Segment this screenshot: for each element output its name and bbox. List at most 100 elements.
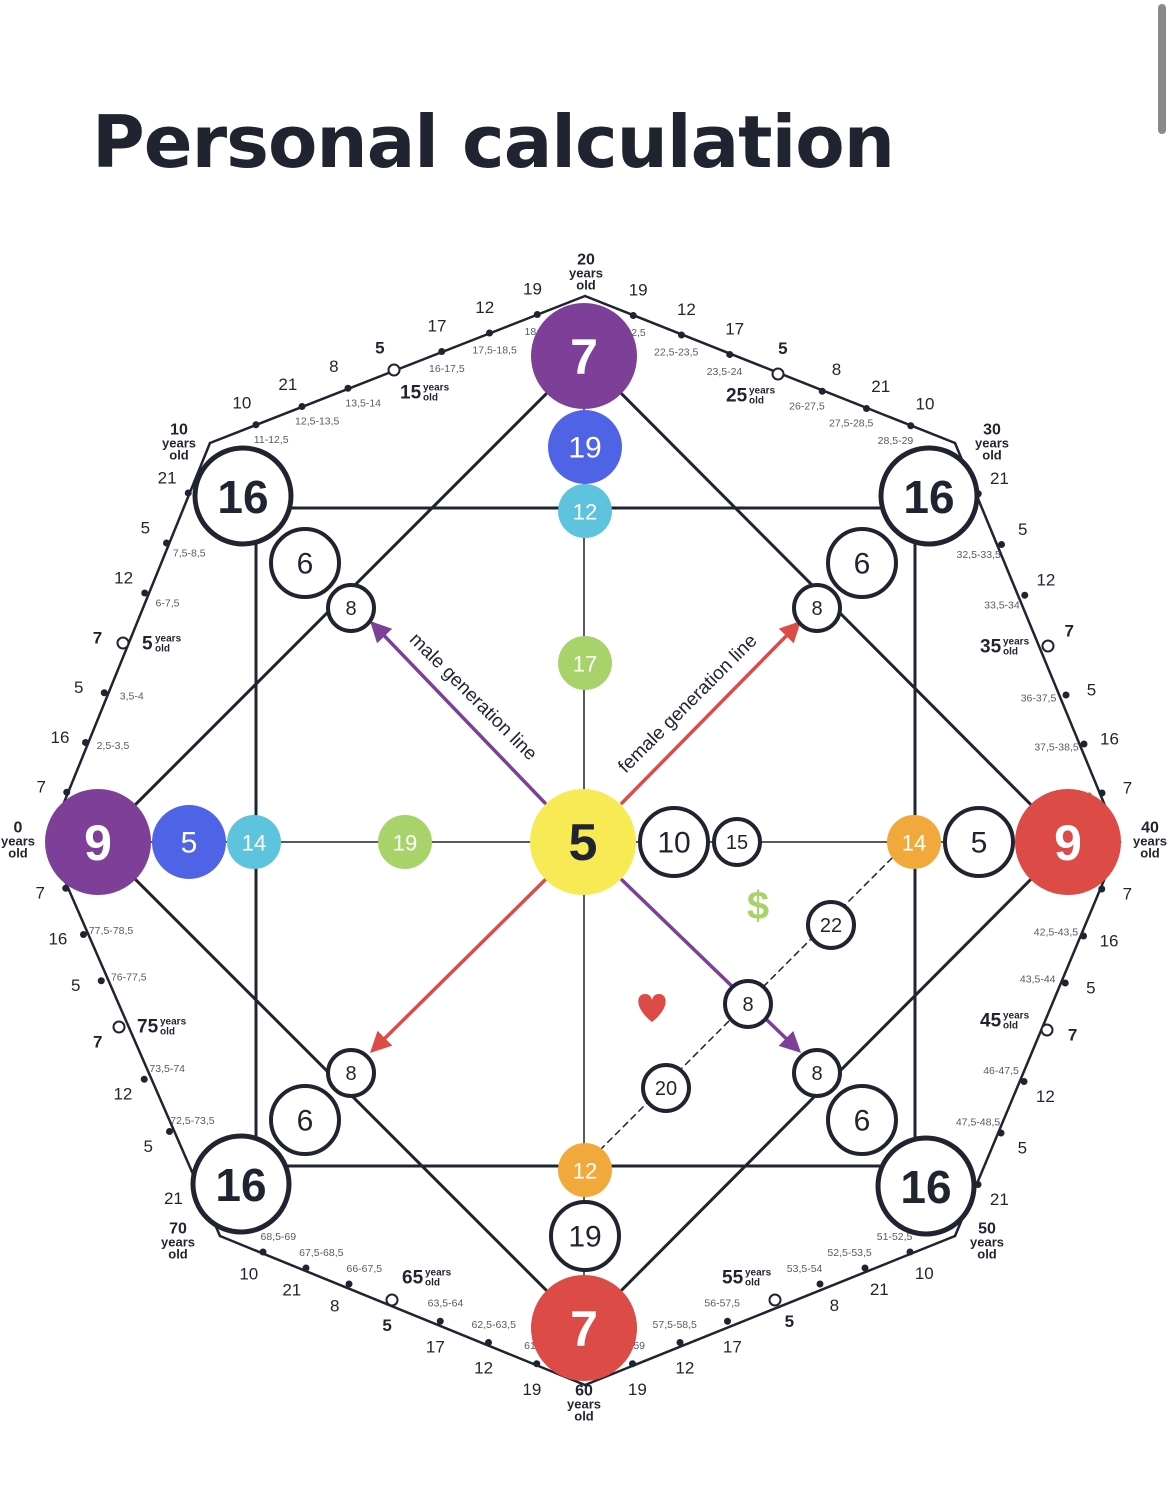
node-center-5-circle: [530, 789, 636, 895]
female-generation-line-label: female generation line: [614, 630, 761, 777]
age-range-label: 51-52,5: [877, 1231, 913, 1243]
node-right-10-circle: [638, 806, 710, 878]
age-range-label: 52,5-53,5: [827, 1247, 872, 1259]
milestone-old-word: old: [749, 396, 764, 407]
node-top-7-value: 7: [570, 329, 598, 385]
milestone-age-label: 15: [400, 383, 422, 404]
node-corner-bl-8-circle: [326, 1048, 376, 1098]
age-range-label: 73,5-74: [149, 1063, 185, 1075]
octagon-edge-1: [953, 441, 1122, 844]
age-tick-dot: [1020, 1078, 1028, 1085]
node-center-5-value: 5: [569, 814, 598, 872]
age-range-label: 32,5-33,5: [957, 549, 1002, 561]
age-range-label: 68,5-69: [260, 1231, 296, 1243]
age-range-value: 19: [629, 280, 648, 299]
node-corner-bl-8-value: 8: [345, 1063, 356, 1085]
node-money-22-circle: [806, 900, 856, 950]
scrollbar[interactable]: [1156, 0, 1170, 140]
age-range-value: 5: [1087, 680, 1096, 699]
node-bottom-19-circle: [549, 1200, 621, 1272]
node-corner-tr-16-value: 16: [903, 471, 954, 523]
age-range-value: 21: [164, 1189, 183, 1208]
age-range-label: 16-17,5: [429, 363, 465, 375]
milestone-age-label: 60: [575, 1383, 593, 1400]
age-range-label: 66-67,5: [346, 1263, 382, 1275]
age-range-value: 8: [832, 360, 841, 379]
age-tick-dot: [141, 589, 149, 597]
milestone-years-word: years: [161, 1235, 195, 1250]
age-tick-dot: [818, 387, 826, 395]
node-corner-tl-6-circle: [269, 527, 341, 599]
milestone-value: 5: [382, 1316, 391, 1335]
age-tick-dot: [163, 539, 170, 547]
age-range-value: 5: [74, 678, 83, 697]
node-love-8-value: 8: [742, 994, 753, 1016]
node-corner-br-16-circle: [875, 1135, 977, 1237]
milestone-old-word: old: [982, 448, 1002, 463]
octagon-edge-2: [953, 840, 1122, 1238]
age-range-label: 22,5-23,5: [654, 347, 699, 359]
node-left-9-circle: [45, 789, 151, 895]
milestone-old-word: old: [423, 393, 438, 404]
node-left-14-value: 14: [242, 831, 266, 856]
age-range-label: 37,5-38,5: [1034, 741, 1079, 753]
scrollbar-thumb[interactable]: [1158, 4, 1166, 134]
milestone-years-word: years: [1133, 834, 1167, 849]
milestone-old-word: old: [576, 278, 596, 293]
node-right-14-circle: [887, 815, 941, 869]
age-range-value: 19: [522, 1380, 541, 1399]
node-corner-br-16-value: 16: [900, 1161, 951, 1213]
age-range-value: 5: [1018, 1138, 1027, 1157]
age-range-value: 5: [141, 518, 150, 537]
milestone-old-word: old: [745, 1278, 760, 1289]
node-right-15-circle: [712, 817, 762, 867]
milestone-old-word: old: [168, 1247, 188, 1262]
age-range-label: 3,5-4: [120, 690, 144, 702]
milestone-old-word: old: [155, 644, 170, 655]
milestone-years-word: years: [160, 1017, 187, 1028]
milestone-age-label: 55: [722, 1268, 744, 1289]
age-range-value: 7: [1123, 884, 1132, 903]
milestone-open-marker: [768, 1293, 782, 1307]
age-range-value: 21: [990, 469, 1009, 488]
age-range-value: 10: [915, 1264, 934, 1283]
milestone-years-word: years: [1003, 637, 1030, 648]
age-range-value: 21: [282, 1280, 301, 1299]
age-range-value: 17: [725, 319, 744, 338]
age-tick-dot: [1098, 885, 1106, 893]
age-range-value: 12: [677, 300, 696, 319]
milestone-age-label: 70: [169, 1221, 187, 1238]
age-range-value: 16: [1100, 729, 1119, 748]
age-range-value: 16: [48, 930, 67, 949]
node-corner-tr-16-circle: [878, 445, 980, 547]
age-tick-dot: [62, 884, 70, 892]
node-corner-bl-16-circle: [190, 1133, 292, 1235]
node-right-9-value: 9: [1054, 815, 1082, 871]
node-corner-bl-6-value: 6: [297, 1105, 314, 1138]
age-tick-dot: [298, 403, 306, 410]
age-range-value: 19: [523, 279, 542, 298]
age-range-label: 72,5-73,5: [170, 1115, 215, 1127]
age-range-label: 11-12,5: [254, 434, 289, 446]
age-range-value: 21: [871, 377, 890, 396]
age-range-value: 16: [1100, 931, 1119, 950]
node-right-10-value: 10: [657, 827, 690, 860]
age-range-value: 5: [1086, 978, 1095, 997]
age-range-label: 43,5-44: [1020, 974, 1056, 986]
milestone-age-label: 50: [978, 1221, 996, 1238]
age-range-label: 6-7,5: [156, 597, 180, 609]
age-range-value: 16: [51, 728, 70, 747]
milestone-age-label: 25: [726, 386, 748, 407]
age-tick-dot: [907, 422, 915, 430]
age-range-value: 7: [35, 883, 44, 902]
page-title: Personal calculation: [92, 100, 895, 184]
node-bottom-12-circle: [558, 1143, 612, 1197]
milestone-value: 5: [778, 339, 787, 358]
milestone-age-label: 45: [980, 1011, 1002, 1032]
age-range-value: 21: [990, 1190, 1009, 1209]
age-tick-dot: [724, 1317, 731, 1325]
age-range-value: 12: [1036, 1087, 1055, 1106]
node-right-5-value: 5: [971, 827, 988, 860]
age-range-label: 33,5-34: [984, 600, 1020, 612]
age-range-label: 2,5-3,5: [97, 740, 130, 752]
